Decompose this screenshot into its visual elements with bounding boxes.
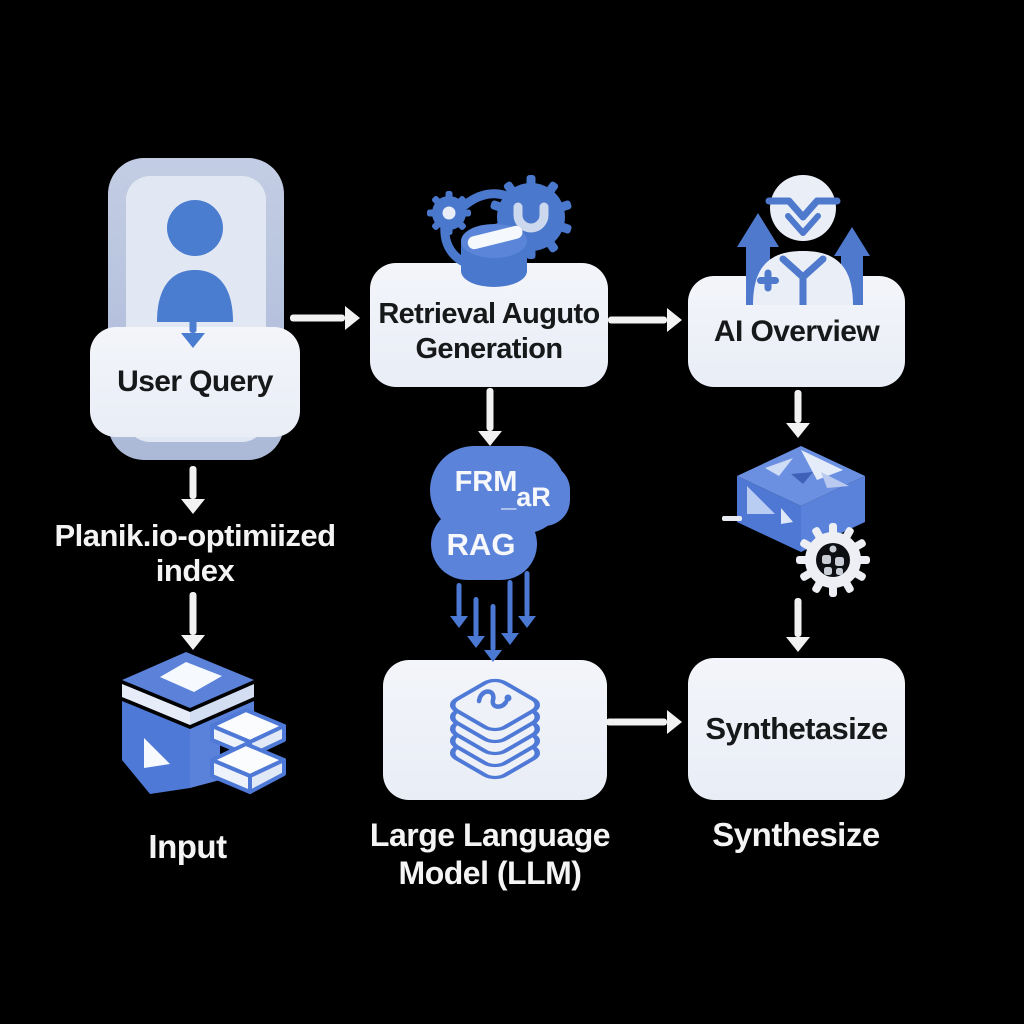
synthetasize-label: Synthetasize (705, 711, 888, 746)
arrow-index-to-input (181, 592, 205, 650)
llm-label-line1: Large Language (369, 817, 611, 853)
settings-gear-icon (796, 523, 870, 597)
gear-pipeline-icon (427, 175, 572, 287)
index-label-line1: Planik.io-optimiized (54, 518, 336, 553)
arrow-cube-to-synthetasize (786, 598, 810, 652)
stray-dash (722, 516, 742, 521)
cloud-text-frm: FRM (454, 466, 518, 498)
index-label: Planik.io-optimiized index (30, 518, 360, 588)
synthesize-label: Synthesize (712, 816, 880, 853)
arrow-aioverview-to-cube (786, 390, 810, 438)
database-stack-icon (122, 652, 286, 794)
cloud-rain-arrow (447, 583, 471, 628)
arrow-user-to-query-icon (181, 304, 205, 348)
rag-cloud-shape-bump (518, 464, 570, 526)
arrow-retrieval-to-cloud (478, 388, 502, 446)
llm-label-line2: Model (LLM) (398, 855, 582, 891)
cloud-rain-arrow (464, 597, 488, 648)
llm-node (383, 660, 607, 800)
rag-cloud-shape-lower (431, 508, 537, 580)
user-query-node: User Query (90, 327, 300, 437)
ai-assistant-icon (737, 175, 870, 305)
arrow-llm-to-synthetasize (606, 710, 682, 734)
retrieval-label-line1: Retrieval Auguto (378, 298, 600, 330)
llm-layers-icon (449, 678, 541, 780)
ai-overview-node: AI Overview (688, 276, 905, 387)
arrow-query-to-index (181, 466, 205, 514)
index-label-line2: index (155, 553, 235, 588)
cloud-text-ar: _aR (501, 482, 551, 512)
input-label: Input (148, 828, 227, 865)
retrieval-label-line2: Generation (415, 333, 563, 365)
cloud-rain-arrow (515, 571, 539, 628)
ai-overview-label: AI Overview (713, 314, 880, 348)
user-query-label: User Query (117, 365, 273, 398)
cloud-rain-arrow (481, 604, 505, 662)
llm-label: Large Language Model (LLM) (355, 816, 625, 892)
user-icon (157, 200, 233, 322)
cloud-text-rag: RAG (446, 527, 516, 562)
cloud-rain-arrow (498, 580, 522, 645)
arrow-phone-to-retrieval (290, 306, 360, 330)
synthetasize-node: Synthetasize (688, 658, 905, 800)
arrow-retrieval-to-aioverview (608, 308, 682, 332)
